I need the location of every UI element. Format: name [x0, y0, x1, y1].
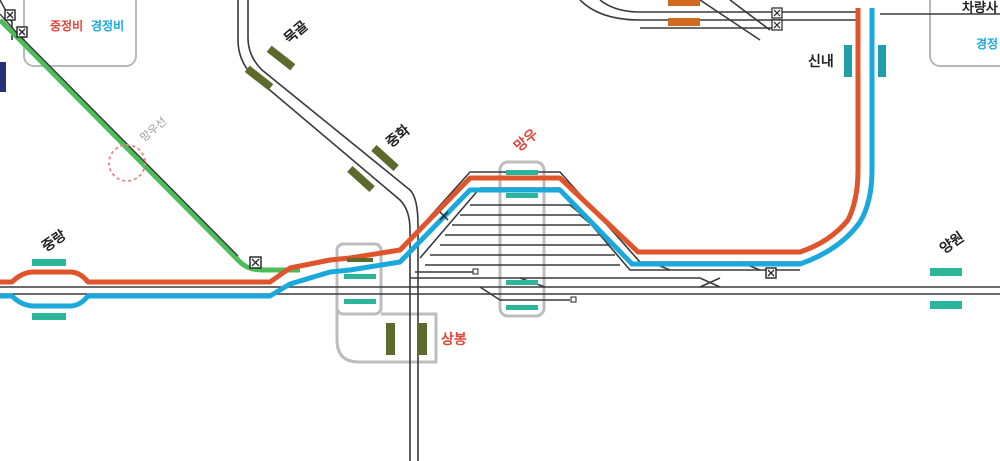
station-label-sinnae: 신내 — [808, 54, 834, 70]
depot-track-2 — [599, 0, 780, 13]
station-label-sangbong: 상봉 — [441, 332, 467, 348]
platform-yangwon-1 — [930, 268, 962, 276]
station-label-mukgol: 묵골 — [281, 18, 311, 47]
platform-sinnae-2 — [878, 45, 886, 77]
depot-track-1 — [579, 0, 780, 21]
legend-red-label: 중정비 — [50, 18, 83, 33]
platform-mangu-2 — [506, 193, 538, 198]
platform-sangbong-branch-2 — [418, 323, 427, 355]
green-line — [0, 18, 300, 273]
legend-right-box — [929, 0, 1000, 67]
platform-sangbong-1 — [344, 274, 376, 279]
legend-right: 차량사 경정 — [929, 0, 1000, 67]
platform-mukgol-1 — [244, 65, 274, 91]
endpoints — [4, 7, 783, 303]
crossing-marker — [439, 211, 449, 221]
platform-yangwon-2 — [930, 301, 962, 309]
platform-sinnae-1 — [844, 45, 852, 77]
depot-platform-1 — [668, 0, 700, 6]
branch-track-1 — [237, 0, 411, 461]
station-label-yangwon: 양원 — [937, 229, 967, 257]
mangu-line-label: 망우선 — [138, 115, 170, 144]
depot-platform-2 — [668, 18, 700, 26]
mangu-outline — [498, 160, 546, 318]
platform-jungnang-upper — [32, 259, 66, 266]
platform-mangu-3 — [506, 280, 538, 285]
yard-track — [410, 277, 721, 288]
platform-sangbong-3 — [347, 258, 373, 262]
platform-mukgol-2 — [266, 45, 296, 71]
depot-track-5 — [729, 0, 771, 31]
legend-blue-label: 경정비 — [91, 18, 124, 33]
platform-sangbong-branch-1 — [386, 323, 395, 355]
depot-track-4 — [699, 0, 761, 41]
blue-line — [0, 8, 875, 309]
edge-marker — [0, 62, 6, 92]
stub-end-1 — [472, 268, 479, 275]
legend-left: 중정비 경정비 — [23, 0, 137, 67]
crossover-2 — [699, 277, 721, 288]
stub-end-2 — [570, 296, 577, 303]
platforms — [32, 0, 962, 355]
station-label-junghwa: 중화 — [383, 122, 413, 151]
legend-right-blue-label: 경정 — [976, 36, 998, 51]
station-label-mangu: 망우 — [511, 125, 542, 155]
platform-jungnang-lower — [32, 313, 66, 320]
platform-junghwa-2 — [371, 144, 399, 172]
platform-mangu-1 — [506, 170, 538, 175]
mangu-line-circle — [108, 144, 146, 182]
platform-junghwa-1 — [347, 165, 375, 193]
station-label-jungnang: 중랑 — [39, 227, 69, 255]
yard-track-lower — [479, 286, 570, 301]
platform-mangu-4 — [506, 305, 538, 310]
sangbong-outline-upper — [335, 242, 383, 316]
platform-sangbong-2 — [344, 299, 376, 304]
branch-track-2 — [247, 0, 419, 461]
legend-right-title: 차량사 — [962, 0, 998, 16]
